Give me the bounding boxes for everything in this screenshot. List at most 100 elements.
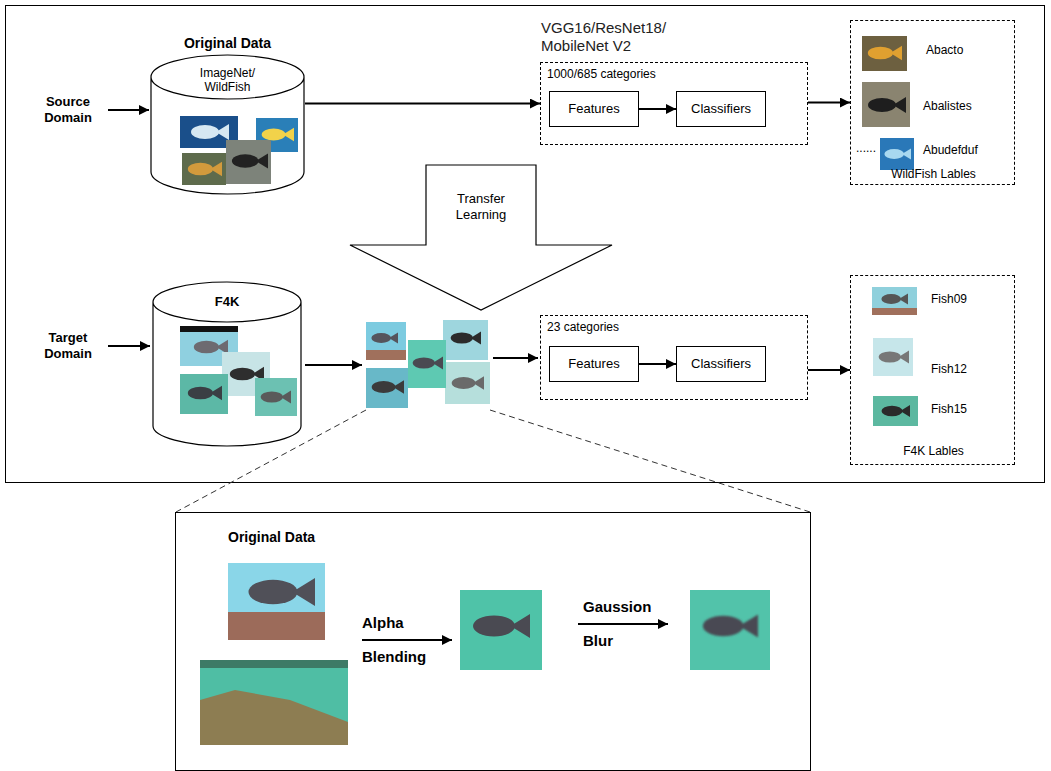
stage-name: Features — [568, 356, 619, 372]
model-heading: VGG16/ResNet18/ MobileNet V2 — [541, 19, 726, 55]
flow-arrow — [808, 102, 850, 104]
fish-photo — [872, 287, 917, 315]
fish-photo — [884, 148, 911, 159]
fish-photo — [690, 590, 770, 670]
database-cylinder-outline — [150, 35, 305, 195]
zoom-leader-line — [176, 410, 810, 512]
fish-photo — [703, 614, 758, 637]
flow-arrow — [639, 363, 676, 365]
fish-photo — [182, 153, 226, 185]
fish-photo — [180, 326, 238, 332]
outer-frame — [6, 6, 1045, 483]
fish-photo — [228, 563, 325, 640]
fish-photo — [443, 320, 488, 360]
class-label: Abudefduf — [923, 143, 1011, 157]
flow-arrow — [493, 357, 538, 359]
fish-photo — [200, 660, 348, 745]
detail-panel: Original Data — [175, 512, 811, 771]
database-cylinder: F4K — [152, 282, 302, 447]
fish-photo — [451, 332, 481, 345]
panel-heading: Original Data — [228, 529, 388, 546]
class-label: Fish12 — [931, 362, 1011, 376]
domain-label: Target Domain — [30, 330, 106, 361]
fish-photo — [868, 97, 906, 113]
fish-photo — [366, 322, 406, 360]
fish-photo — [473, 614, 530, 638]
flow-arrow — [108, 345, 150, 347]
fish-photo — [873, 338, 913, 376]
fish-photo — [880, 138, 914, 170]
dashed-group-box: AbactoAbalistes...... AbudefdufWildFish L… — [850, 20, 1015, 185]
database-cylinder: Original DataImageNet/ WildFish — [150, 35, 305, 195]
fish-photo — [191, 124, 229, 140]
zoom-leader-line — [490, 410, 810, 512]
fish-photo — [372, 380, 404, 394]
stage-name: Classifiers — [691, 356, 751, 372]
step-label: Gaussion Blur — [583, 590, 663, 658]
fish-photo — [872, 308, 917, 315]
store-name: F4K — [152, 294, 302, 310]
category-count: 23 categories — [547, 320, 767, 334]
group-caption: F4K Lables — [851, 444, 1016, 458]
flow-arrow — [305, 103, 540, 105]
database-cylinder-outline — [153, 282, 301, 446]
fish-photo — [445, 362, 490, 404]
flow-arrow — [362, 639, 452, 641]
flow-arrow — [108, 109, 149, 111]
dashed-group-box: Fish09Fish12Fish15F4K Lables — [850, 275, 1015, 465]
stage-name: Features — [568, 101, 619, 117]
class-label: Fish15 — [931, 402, 1011, 416]
transfer-arrow-outline — [350, 165, 612, 310]
store-name: ImageNet/ WildFish — [190, 66, 265, 95]
fish-photo — [255, 378, 297, 416]
database-cylinder-outline — [151, 55, 304, 194]
transfer-arrow-outline — [350, 165, 612, 310]
fish-photo — [366, 350, 406, 360]
flow-arrow — [808, 369, 850, 371]
fish-photo — [188, 162, 222, 176]
fish-photo — [413, 357, 443, 370]
class-label: Abacto — [926, 43, 1011, 57]
fish-photo — [262, 128, 294, 142]
fish-photo — [879, 351, 909, 364]
fish-photo — [452, 376, 484, 390]
fish-photo — [261, 391, 291, 404]
process-box: Classifiers — [676, 91, 766, 127]
process-box: Features — [549, 91, 639, 127]
fish-photo — [226, 140, 271, 184]
store-heading: Original Data — [150, 35, 305, 52]
process-box: Classifiers — [676, 346, 766, 382]
fish-photo — [200, 690, 348, 745]
fish-photo — [228, 612, 325, 640]
class-label: Abalistes — [923, 99, 1011, 113]
fish-photo — [868, 46, 902, 60]
fish-photo — [460, 590, 542, 670]
fish-photo — [180, 36, 918, 745]
group-caption: WildFish Lables — [851, 167, 1016, 181]
fish-photo — [249, 578, 316, 606]
transfer-arrow: Transfer Learning — [350, 165, 612, 310]
class-label: Fish09 — [931, 292, 1011, 306]
category-count: 1000/685 categories — [547, 67, 767, 81]
flow-arrow — [108, 110, 668, 640]
process-box: Features — [549, 346, 639, 382]
fish-photo — [882, 405, 911, 417]
fish-photo — [862, 82, 910, 127]
flow-arrow — [578, 623, 668, 625]
arrow-text: Transfer Learning — [446, 191, 516, 222]
fish-photo — [862, 36, 907, 71]
ellipsis: ...... — [856, 141, 880, 155]
step-label: Alpha Blending — [362, 606, 442, 674]
fish-photo — [881, 293, 908, 304]
fish-photo — [408, 340, 446, 388]
domain-label: Source Domain — [30, 94, 106, 125]
dashed-group-box: VGG16/ResNet18/ MobileNet V21000/685 cat… — [540, 62, 808, 145]
fish-photo — [873, 396, 918, 426]
fish-photo — [366, 368, 408, 408]
flow-arrow — [639, 108, 676, 110]
fish-photo — [180, 374, 228, 414]
fish-photo — [200, 660, 348, 668]
fish-photo — [232, 153, 268, 168]
